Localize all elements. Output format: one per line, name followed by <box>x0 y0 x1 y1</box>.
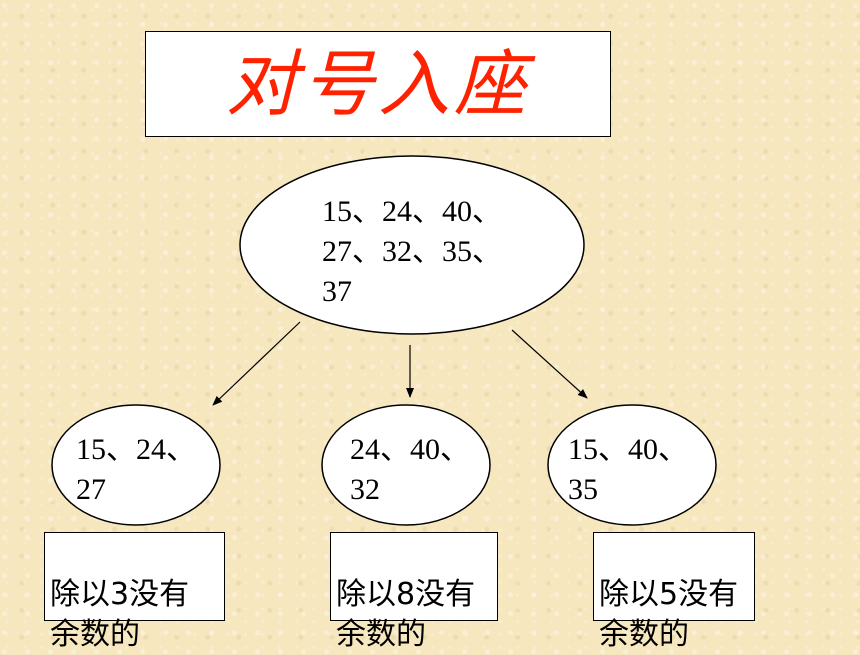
group-2-label-box: 除以8没有 余数的 <box>330 532 498 652</box>
group-ellipse-1 <box>51 404 221 526</box>
arrow-to-group-3 <box>511 329 588 399</box>
page-title: 对号入座 <box>225 42 530 126</box>
arrow-to-group-1 <box>212 321 301 406</box>
source-ellipse <box>239 155 585 335</box>
title-box: 对号入座 <box>145 31 611 137</box>
source-numbers: 15、24、40、 27、32、35、 37 <box>322 195 502 308</box>
group-3-label-box: 除以5没有 余数的 <box>593 532 755 652</box>
group-3-label: 除以5没有 余数的 <box>599 577 739 652</box>
group-1-numbers: 15、24、 27 <box>76 433 196 506</box>
group-3-numbers: 15、40、 35 <box>568 433 688 506</box>
group-1-label: 除以3没有 余数的 <box>50 577 190 652</box>
group-ellipse-3 <box>547 404 717 526</box>
group-2-numbers: 24、40、 32 <box>350 433 470 506</box>
group-1-label-box: 除以3没有 余数的 <box>44 532 225 652</box>
group-ellipse-2 <box>321 404 491 526</box>
